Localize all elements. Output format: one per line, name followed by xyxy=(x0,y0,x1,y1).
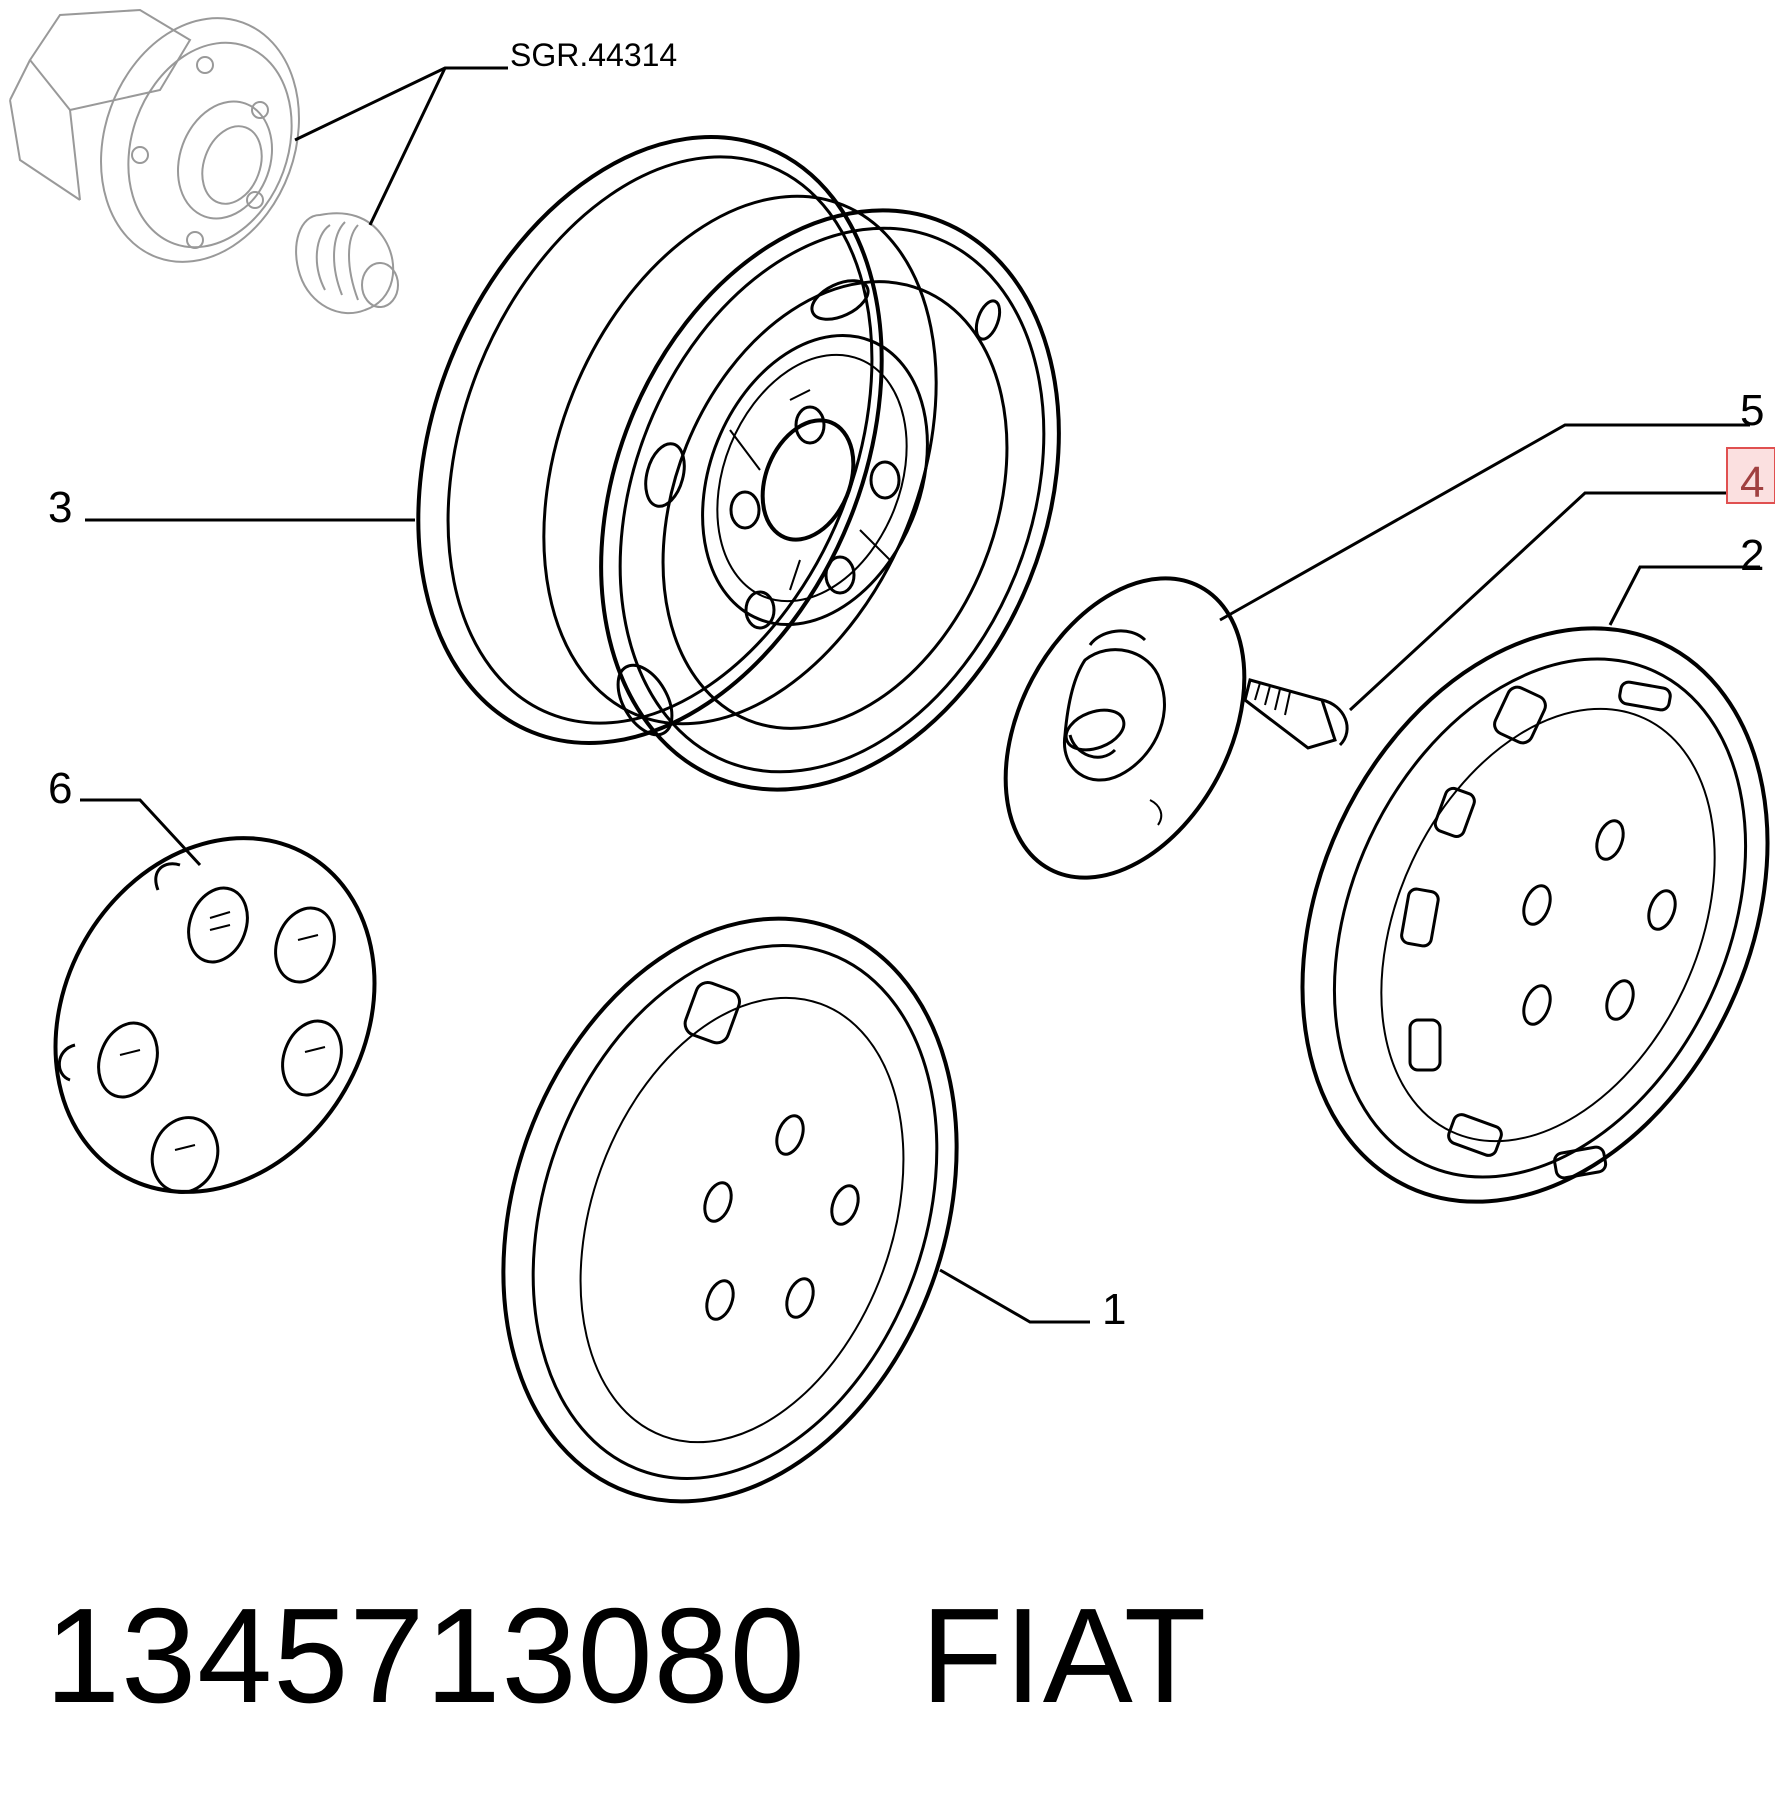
leader-2 xyxy=(1608,565,1760,626)
steel-wheel-rim xyxy=(416,135,1061,792)
wheel-cover-right xyxy=(1300,626,1770,1204)
callout-1: 1 xyxy=(1102,1285,1126,1334)
footer-caption: 1345713080 FIAT xyxy=(45,1579,1208,1731)
callout-5: 5 xyxy=(1740,386,1764,435)
leader-5 xyxy=(1219,423,1750,622)
wheel-cover-bottom xyxy=(501,916,959,1504)
callout-2: 2 xyxy=(1740,531,1764,580)
callout-6: 6 xyxy=(48,764,72,813)
callout-4: 4 xyxy=(1740,458,1764,507)
callout-3: 3 xyxy=(48,483,72,532)
leader-4 xyxy=(1348,491,1727,712)
bolt xyxy=(1243,678,1349,750)
callout-4-highlight xyxy=(1726,447,1775,504)
reference-label: SGR.44314 xyxy=(510,37,677,73)
reference-leader-bearing xyxy=(368,67,447,226)
leader-1 xyxy=(939,1268,1090,1324)
hub-cap-small xyxy=(53,836,377,1194)
reference-leader-hub xyxy=(294,66,508,142)
brand-name: FIAT xyxy=(920,1579,1208,1731)
center-cap-inner xyxy=(1003,576,1247,880)
leader-6 xyxy=(80,798,202,867)
wheel-hub-reference xyxy=(9,8,399,315)
part-number: 1345713080 xyxy=(45,1579,806,1731)
